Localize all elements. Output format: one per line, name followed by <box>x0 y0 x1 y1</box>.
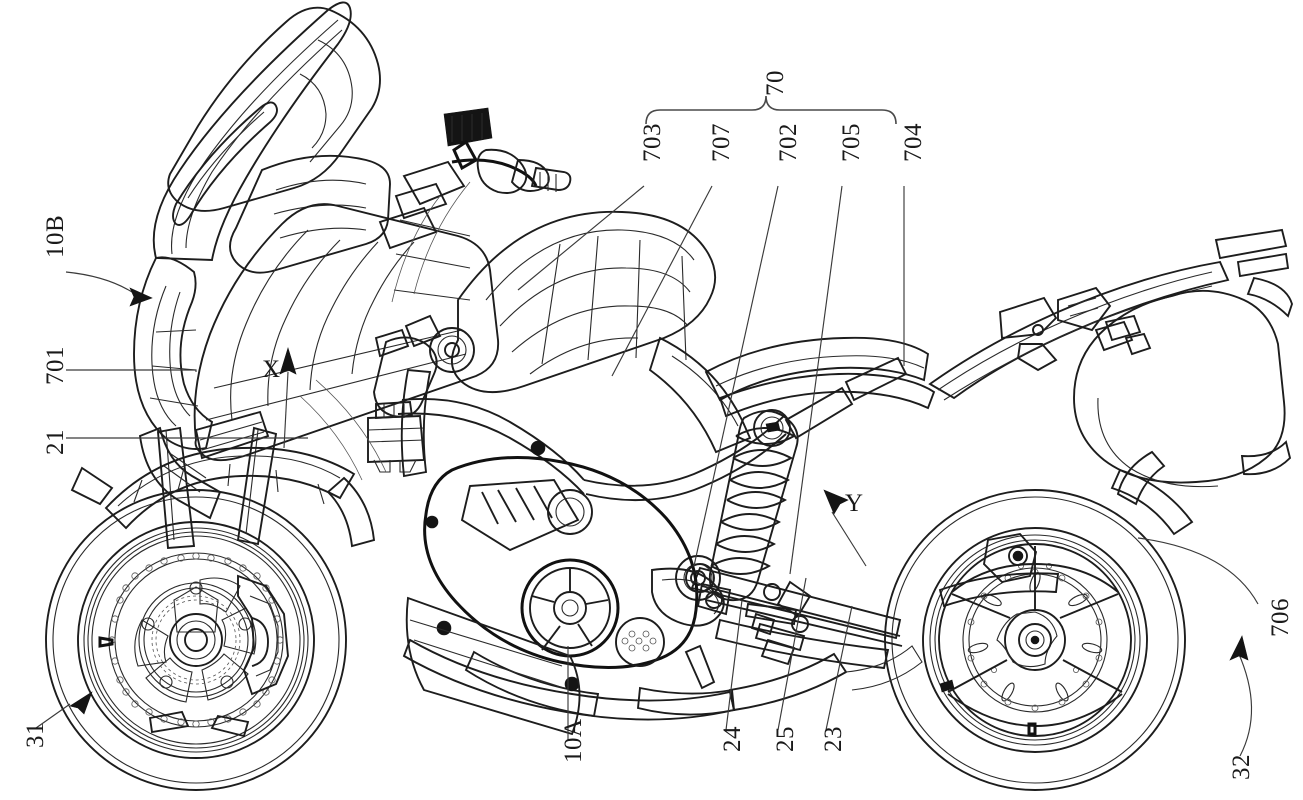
front-wheel-group <box>45 426 347 791</box>
callout-label-10B: 10B <box>42 214 69 258</box>
callout-label-706: 706 <box>1267 598 1294 637</box>
callout-label-707: 707 <box>708 123 735 162</box>
callout-label-23: 23 <box>820 726 847 752</box>
rear-shock-group <box>696 356 908 616</box>
callout-label-704: 704 <box>900 123 927 162</box>
callout-label-705: 705 <box>838 123 865 162</box>
leader-lines <box>35 95 1259 757</box>
tank-seat-tail-group <box>451 210 1290 454</box>
callout-label-31: 31 <box>22 722 49 748</box>
handlebar-controls-group <box>378 107 572 250</box>
callout-label-10A: 10A <box>560 718 587 763</box>
axis-label-y: Y <box>845 490 864 517</box>
callout-label-703: 703 <box>639 123 666 162</box>
front-fairing-group <box>133 1 500 520</box>
callout-label-32: 32 <box>1228 754 1255 780</box>
callout-label-70: 70 <box>762 70 789 96</box>
frame-swingarm-group <box>373 327 923 721</box>
callout-label-702: 702 <box>775 123 802 162</box>
front-fender-group <box>70 446 376 548</box>
rear-wheel-group <box>884 489 1186 791</box>
pannier-group <box>1073 276 1293 506</box>
engine-group <box>405 440 736 736</box>
callout-label-24: 24 <box>719 726 746 752</box>
axis-label-x: X <box>262 356 281 383</box>
callout-label-701: 701 <box>42 346 69 385</box>
callout-label-25: 25 <box>772 726 799 752</box>
callout-label-21: 21 <box>42 429 69 455</box>
misc-components-group <box>299 181 1194 666</box>
